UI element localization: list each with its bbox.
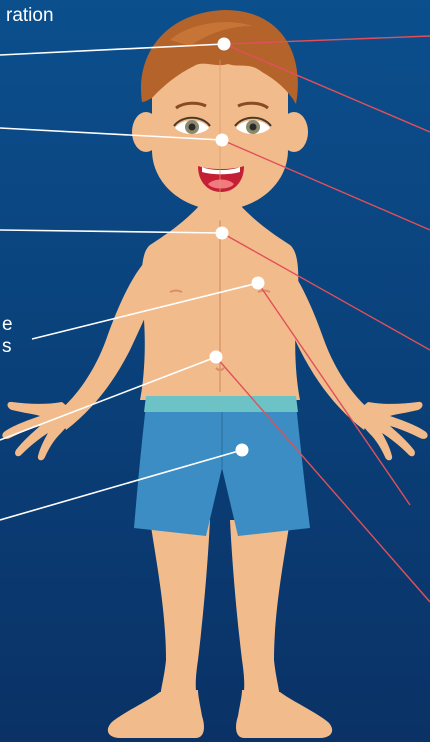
point-side (252, 277, 265, 290)
label-mid-fragment: e s (2, 314, 13, 358)
point-belly (210, 351, 223, 364)
point-face (216, 134, 229, 147)
label-mid-line2: s (2, 336, 13, 358)
point-chest (216, 227, 229, 240)
point-shorts (236, 444, 249, 457)
point-head (218, 38, 231, 51)
label-mid-line1: e (2, 314, 13, 336)
shorts-waistband (144, 396, 298, 412)
label-top-fragment: ration (6, 5, 54, 27)
